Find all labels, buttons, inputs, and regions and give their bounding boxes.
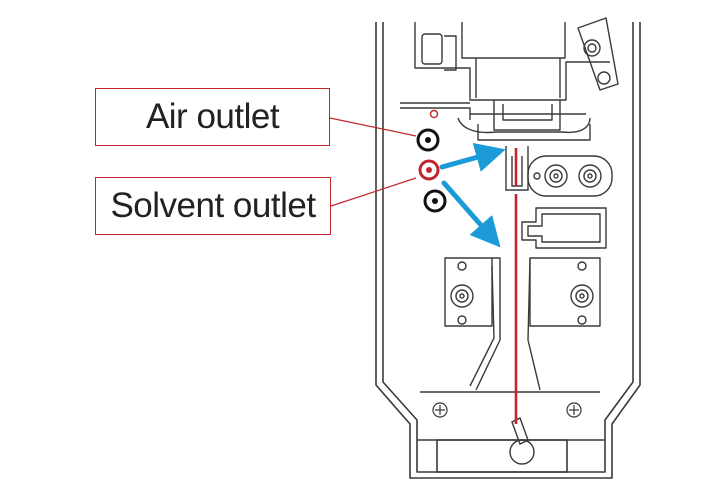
solvent-outlet-port [418, 159, 440, 181]
leader-lines [329, 117, 417, 207]
right-carriage [527, 257, 601, 391]
flow-arrow-upper [439, 142, 506, 172]
bottom-roller [509, 417, 535, 465]
solvent-outlet-callout: Solvent outlet [95, 177, 331, 235]
air-outlet-port [416, 128, 440, 152]
nozzle-block [505, 146, 613, 197]
air-outlet-callout: Air outlet [95, 88, 330, 146]
upper-mechanism [400, 17, 619, 141]
solvent-outlet-label: Solvent outlet [110, 186, 316, 225]
screw-right [566, 402, 582, 418]
device-housing [375, 22, 641, 479]
screw-left [432, 402, 448, 418]
third-outlet-port [423, 189, 447, 213]
solvent-leader-line [330, 177, 417, 207]
flow-arrows [439, 142, 506, 248]
air-outlet-label: Air outlet [145, 97, 280, 136]
mid-bracket [521, 207, 607, 249]
flow-arrow-lower [441, 180, 501, 248]
air-leader-line [329, 117, 417, 137]
left-carriage [444, 257, 501, 391]
